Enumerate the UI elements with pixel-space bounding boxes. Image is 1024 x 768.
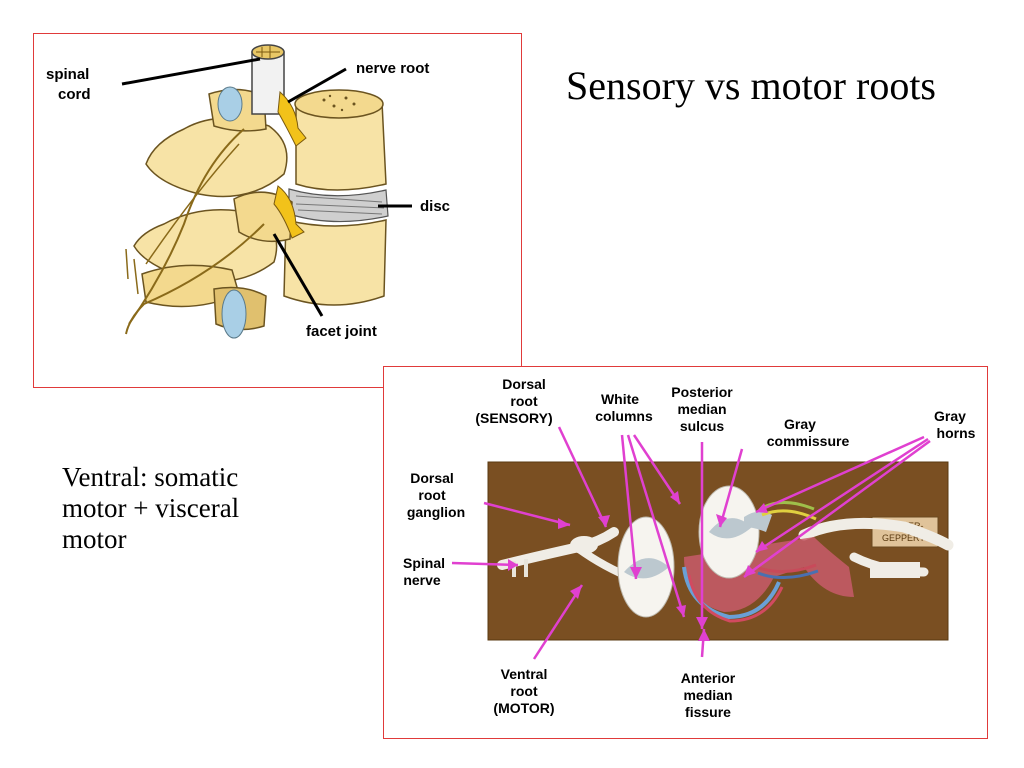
label-gray-commissure: Gray — [784, 416, 816, 432]
label-white-columns: White — [601, 391, 639, 407]
label-facet-joint: facet joint — [306, 323, 377, 340]
body-line: motor + visceral — [62, 493, 240, 523]
label-dorsal-root: root — [510, 393, 538, 409]
vertebral-arches — [133, 86, 293, 339]
pointer-lines — [451, 426, 931, 660]
label-spinal-nerve: nerve — [403, 572, 441, 588]
label-anterior-median-fissure: median — [683, 687, 732, 703]
body-text: Ventral: somatic motor + visceral motor — [62, 462, 312, 555]
label-posterior-median-sulcus: sulcus — [680, 418, 725, 434]
nerve-roots — [125, 90, 307, 335]
label-anterior-median-fissure: Anterior — [681, 670, 736, 686]
label-ventral-root: Ventral — [501, 666, 548, 682]
label-dorsal-root: (SENSORY) — [475, 410, 552, 426]
spinal-cord-model-panel: DENOYER- GEPPERT — [383, 366, 988, 739]
label-leader-lines — [121, 57, 412, 317]
pointer-arrowheads — [508, 491, 768, 641]
label-dorsal-root: Dorsal — [502, 376, 546, 392]
plate-text: GEPPERT — [882, 533, 925, 543]
label-dorsal-root-ganglion: ganglion — [407, 504, 465, 520]
label-dorsal-root-ganglion: Dorsal — [410, 470, 454, 486]
spine-illustration: spinal cord nerve root disc facet joint — [46, 44, 450, 340]
label-gray-horns: Gray — [934, 408, 966, 424]
label-posterior-median-sulcus: median — [677, 401, 726, 417]
label-spinal-nerve: Spinal — [403, 555, 445, 571]
model-labels: Dorsal root (SENSORY) White columns Post… — [403, 376, 976, 720]
body-line: Ventral: somatic — [62, 462, 239, 492]
label-posterior-median-sulcus: Posterior — [671, 384, 733, 400]
label-nerve-root: nerve root — [356, 60, 429, 77]
label-anterior-median-fissure: fissure — [685, 704, 731, 720]
label-dorsal-root-ganglion: root — [418, 487, 446, 503]
label-ventral-root: (MOTOR) — [493, 700, 554, 716]
spinal-cord-shape — [251, 44, 285, 115]
label-spinal-cord: cord — [58, 86, 91, 103]
label-gray-commissure: commissure — [767, 433, 850, 449]
label-spinal-cord: spinal — [46, 66, 89, 83]
label-ventral-root: root — [510, 683, 538, 699]
label-white-columns: columns — [595, 408, 653, 424]
slide-title: Sensory vs motor roots — [566, 63, 936, 108]
label-gray-horns: horns — [937, 425, 976, 441]
spinal-cord-model: DENOYER- GEPPERT — [403, 376, 976, 720]
label-disc: disc — [420, 198, 450, 215]
vertebral-bodies — [283, 89, 389, 306]
spine-illustration-panel: spinal cord nerve root disc facet joint — [33, 33, 522, 388]
body-line: motor — [62, 524, 127, 554]
